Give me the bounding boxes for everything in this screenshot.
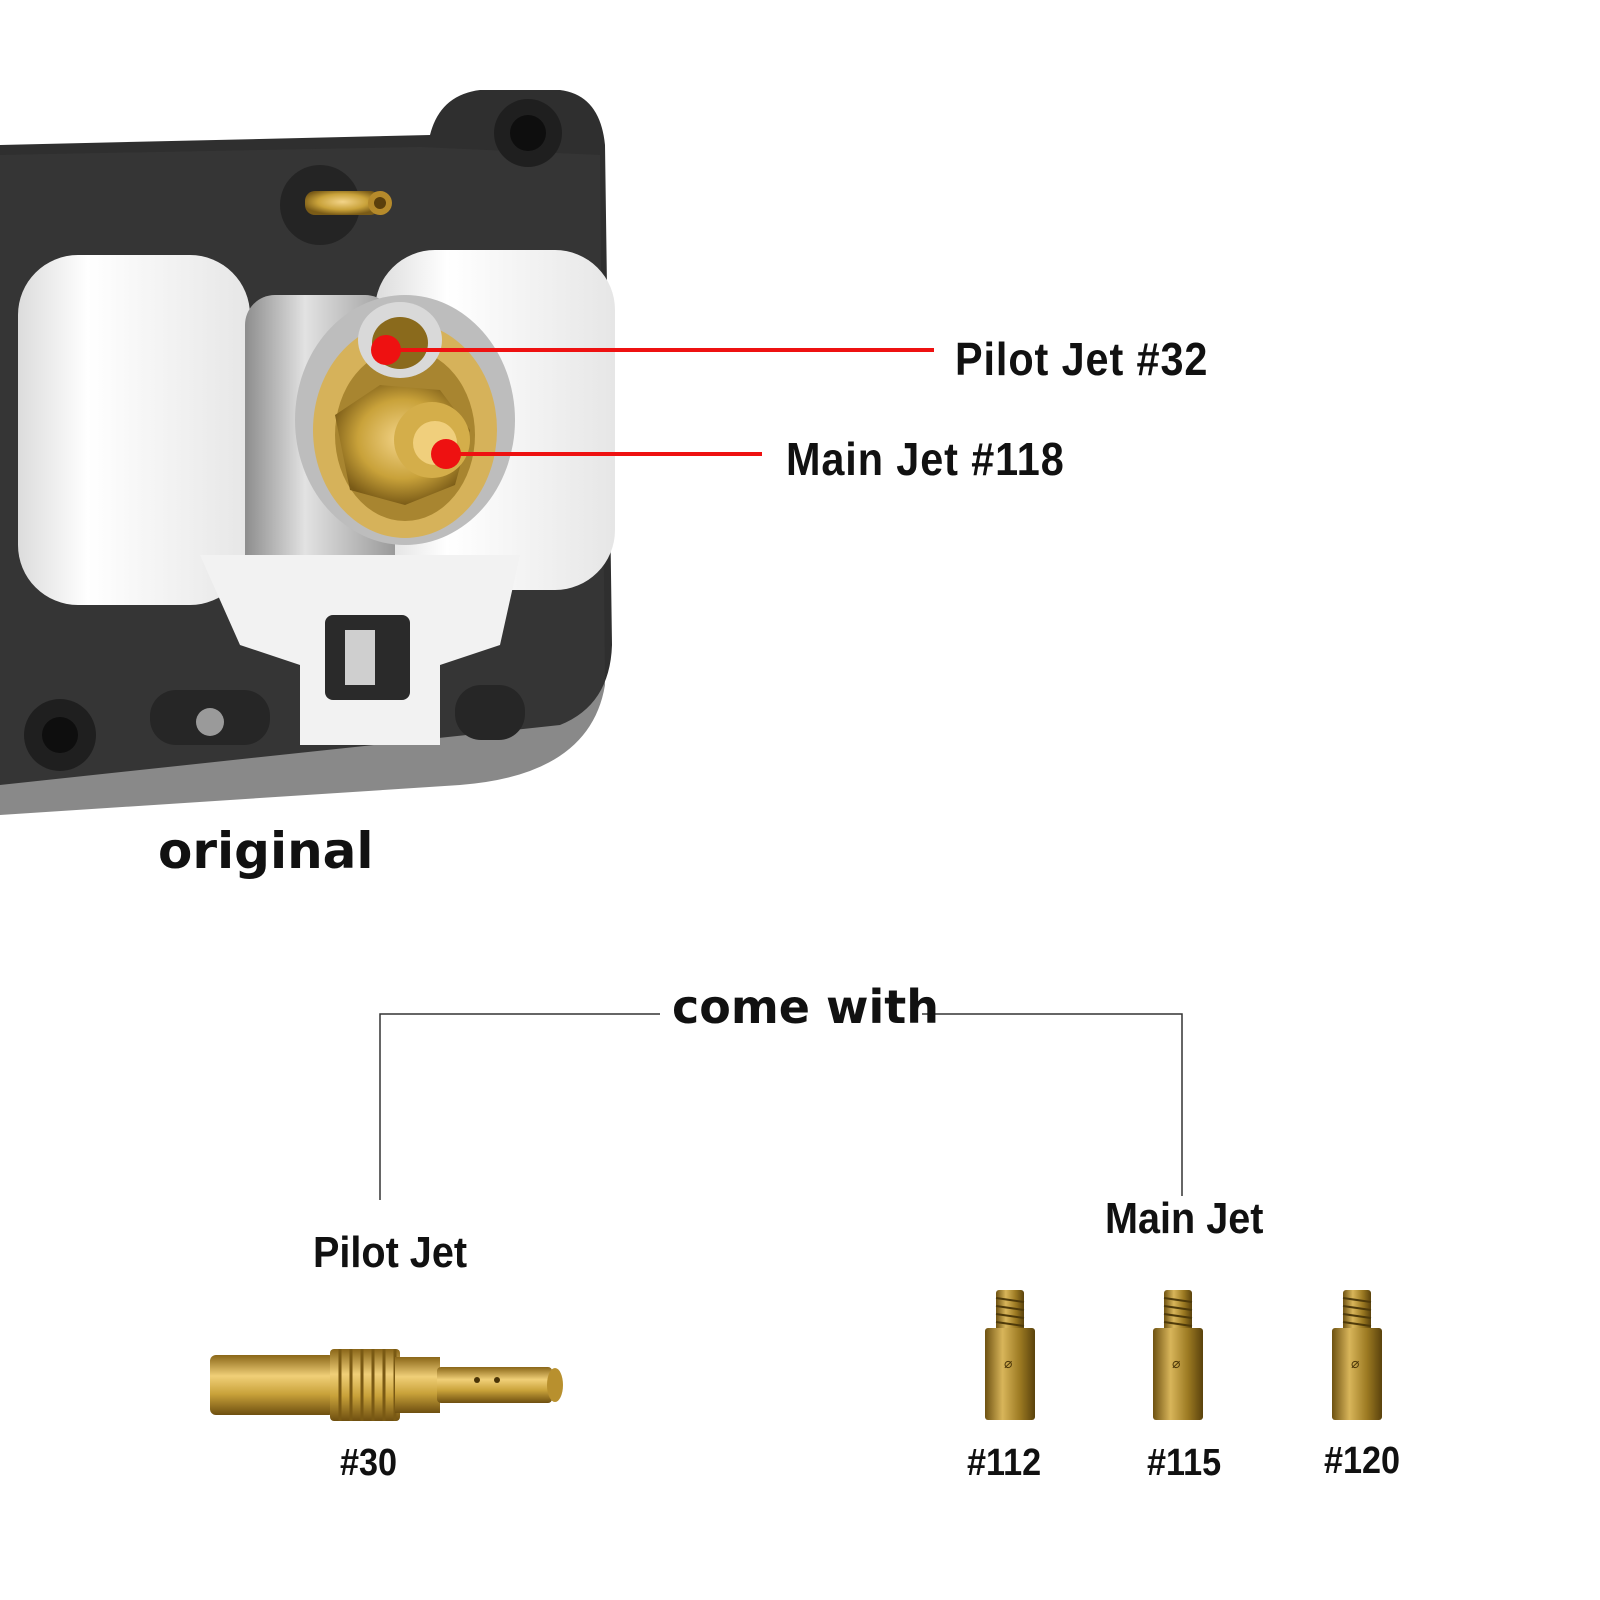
- pilot-jet-number: #30: [340, 1442, 398, 1484]
- come-with-label: come with: [672, 980, 940, 1034]
- pilot-jet-callout-label: Pilot Jet #32: [955, 333, 1209, 385]
- jet-logo-icon: ⌀: [1004, 1356, 1013, 1372]
- main-jet-group-title: Main Jet: [1105, 1194, 1264, 1243]
- jet-logo-icon: ⌀: [1172, 1356, 1181, 1372]
- pilot-jet-callout-dot: [371, 335, 401, 365]
- main-jet-number-115: #115: [1147, 1442, 1222, 1484]
- pilot-jet-part: [210, 1349, 563, 1421]
- main-jet-part: ⌀: [985, 1290, 1035, 1420]
- main-jet-callout-dot: [431, 439, 461, 469]
- carburetor-photo: [0, 90, 615, 815]
- callout-lines: [371, 335, 934, 469]
- main-jet-part: ⌀: [1153, 1290, 1203, 1420]
- jet-logo-icon: ⌀: [1351, 1356, 1360, 1372]
- original-label: original: [158, 822, 374, 880]
- main-jet-number-120: #120: [1324, 1440, 1401, 1482]
- pilot-jet-group-title: Pilot Jet: [313, 1228, 468, 1277]
- main-jet-part: ⌀: [1332, 1290, 1382, 1420]
- main-jet-number-112: #112: [967, 1442, 1042, 1484]
- come-with-bracket: [379, 1013, 1183, 1200]
- main-jet-callout-label: Main Jet #118: [786, 433, 1065, 485]
